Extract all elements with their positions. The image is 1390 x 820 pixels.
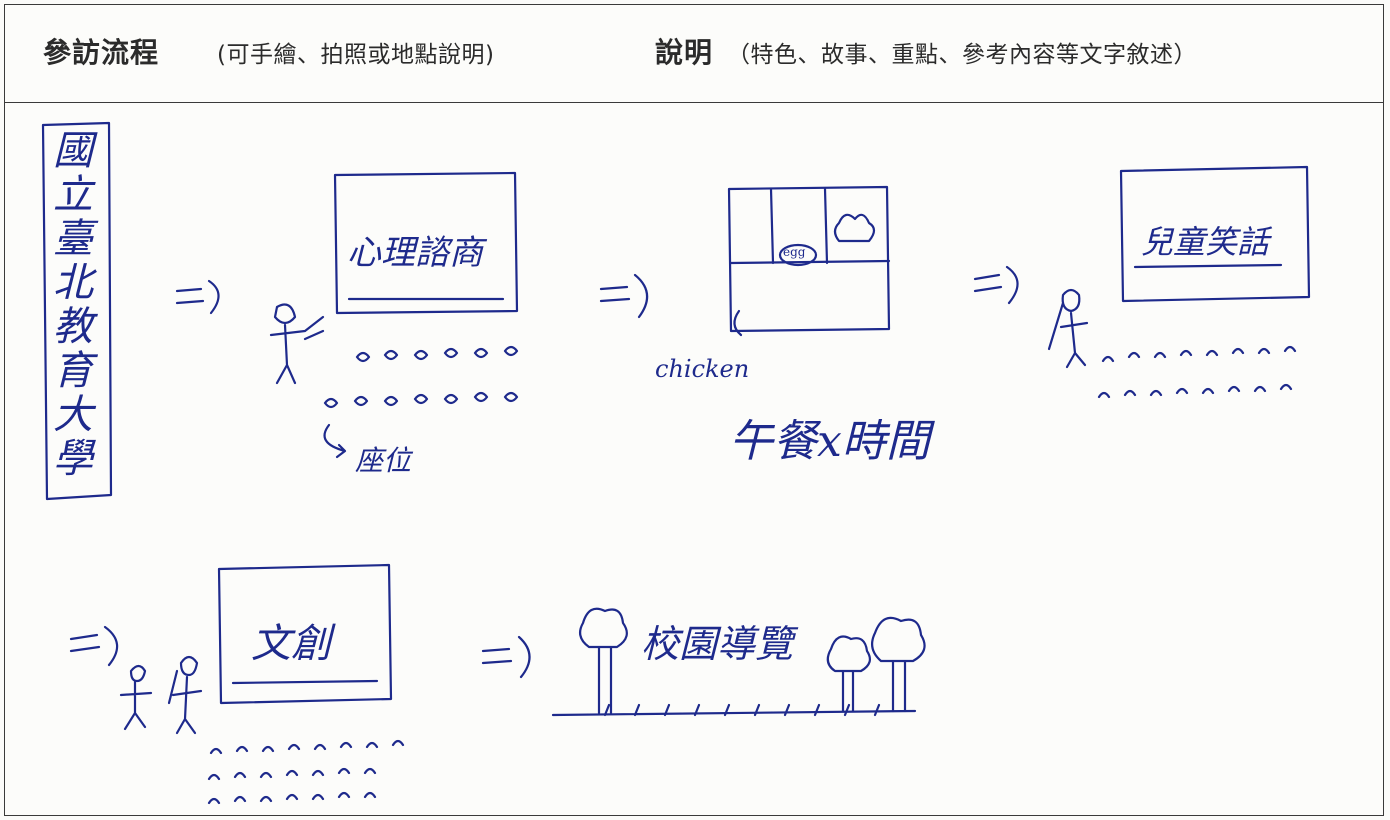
children-story-board [1119, 165, 1311, 303]
description-note: （特色、故事、重點、參考內容等文字敘述） [727, 42, 1197, 68]
tree-icon [578, 607, 628, 715]
arrow-5-icon [481, 635, 531, 679]
visit-flow-drawing [41, 121, 1311, 805]
lunch-time-text: 午餐x時間 [729, 416, 930, 467]
children-story-sign-text: 兒童笑話 [1141, 223, 1270, 261]
egg-label: egg [783, 245, 806, 259]
cultural-creative-sign-text: 文創 [251, 621, 331, 667]
lunch-box [727, 185, 891, 337]
campus-tour-text: 校園導覽 [641, 622, 794, 666]
person-2-icon [1047, 288, 1089, 369]
seats-label: 座位 [355, 444, 412, 477]
counseling-sign-text: 心理諮商 [347, 233, 483, 273]
visit-flow-note: (可手繪、拍照或地點說明) [217, 42, 495, 68]
arrow-4-icon [69, 625, 119, 667]
cultural-creative-board [217, 563, 393, 705]
arrow-3-icon [973, 265, 1019, 305]
campus-ground [551, 703, 917, 717]
description-title: 說明 [655, 36, 714, 69]
visit-flow-title: 參訪流程 [43, 36, 160, 69]
worksheet: 參訪流程 (可手繪、拍照或地點說明) 說明 （特色、故事、重點、參考內容等文字敘… [4, 4, 1384, 816]
arrow-1-icon [175, 279, 220, 315]
people-icon [119, 655, 203, 735]
seats-icon [323, 345, 519, 459]
university-name-text: 國立臺北教育大學 [53, 128, 93, 482]
counseling-board [333, 171, 519, 315]
arrow-2-icon [599, 273, 649, 319]
trees-icon [826, 616, 926, 713]
chicken-label: chicken [655, 355, 750, 383]
university-sign [41, 121, 113, 501]
audience-seats-icon [1097, 345, 1297, 399]
table-header: 參訪流程 (可手繪、拍照或地點說明) 說明 （特色、故事、重點、參考內容等文字敘… [5, 5, 1383, 103]
person-1-icon [269, 303, 325, 385]
audience-seats-2-icon [207, 739, 405, 805]
